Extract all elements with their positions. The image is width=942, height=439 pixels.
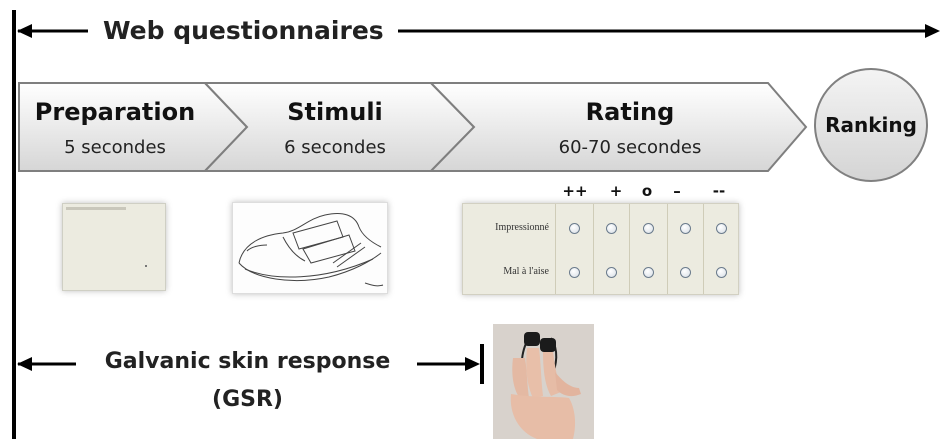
stage-stimuli-subtitle: 6 secondes: [284, 137, 386, 158]
column-separator: [629, 204, 630, 294]
ranking-label: Ranking: [825, 113, 917, 137]
rating-radio[interactable]: [643, 267, 654, 278]
rating-row-label: Mal à l'aise: [503, 266, 549, 277]
hand-with-electrodes-icon: [493, 324, 594, 439]
gsr-arrow: [17, 344, 484, 384]
stage-rating-subtitle: 60-70 secondes: [558, 137, 702, 158]
rating-row-label: Impressionné: [495, 222, 549, 233]
scale-label-very-negative: --: [712, 182, 726, 200]
gsr-heading-line1: Galvanic skin response: [85, 351, 410, 373]
stage-rating-title: Rating: [585, 98, 675, 126]
rating-radio[interactable]: [680, 267, 691, 278]
rating-radio[interactable]: [606, 267, 617, 278]
gsr-heading-line2: (GSR): [212, 387, 283, 412]
gsr-sensor-hand-image: [493, 324, 594, 439]
scale-label-neutral: o: [641, 182, 653, 200]
rating-radio[interactable]: [569, 267, 580, 278]
rating-questionnaire: Impressionné Mal à l'aise: [462, 203, 739, 295]
rating-radio[interactable]: [643, 223, 654, 234]
scale-label-negative: –: [673, 182, 681, 200]
stage-preparation-title: Preparation: [34, 98, 196, 126]
column-separator: [593, 204, 594, 294]
rating-radio[interactable]: [716, 223, 727, 234]
column-separator: [703, 204, 704, 294]
preparation-screen-thumbnail: [62, 203, 166, 291]
stage-stimuli-title: Stimuli: [287, 98, 383, 126]
stimuli-shoe-image: [232, 202, 388, 294]
screen-title-bar: [66, 207, 126, 210]
rating-radio[interactable]: [716, 267, 727, 278]
screen-dot: [145, 265, 147, 267]
scale-label-positive: +: [609, 182, 623, 200]
column-separator: [667, 204, 668, 294]
stage-chevron-rating: [428, 82, 808, 172]
rating-radio[interactable]: [680, 223, 691, 234]
web-questionnaires-heading: Web questionnaires: [95, 18, 392, 43]
stage-preparation-subtitle: 5 secondes: [64, 137, 166, 158]
ranking-circle: [814, 68, 928, 182]
rating-radio[interactable]: [569, 223, 580, 234]
web-questionnaires-arrow: [17, 24, 940, 38]
column-separator: [555, 204, 556, 294]
rating-radio[interactable]: [606, 223, 617, 234]
shoe-sketch-icon: [238, 213, 384, 287]
scale-label-very-positive: ++: [562, 182, 588, 200]
